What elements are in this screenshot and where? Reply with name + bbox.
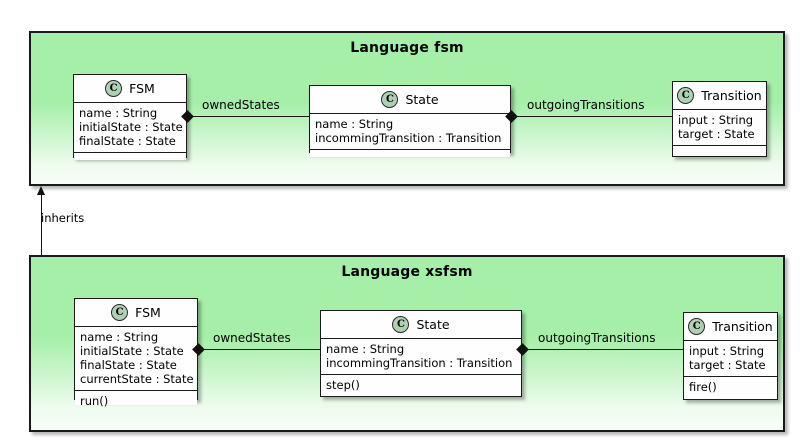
class-header-fsm-FSM: C FSM bbox=[74, 75, 186, 103]
class-icon: C bbox=[381, 91, 399, 108]
association-line-xsfsm-outgoingTransitions bbox=[525, 349, 683, 350]
attribute: name : String bbox=[326, 342, 405, 356]
package-title-fsm: Language fsm bbox=[350, 40, 464, 56]
operation: fire() bbox=[689, 380, 717, 394]
attribute: name : String bbox=[315, 117, 394, 131]
class-operations-fsm-FSM bbox=[74, 153, 186, 160]
association-line-fsm-outgoingTransitions bbox=[514, 116, 672, 117]
class-box-fsm-State[interactable]: C State name : String incommingTransitio… bbox=[309, 85, 511, 157]
class-attributes-fsm-FSM: name : String initialState : State final… bbox=[74, 103, 186, 153]
attribute: name : String bbox=[80, 330, 159, 344]
association-line-fsm-ownedStates bbox=[190, 116, 309, 117]
association-label-fsm-ownedStates: ownedStates bbox=[202, 98, 280, 112]
class-operations-fsm-State bbox=[310, 150, 510, 157]
inherits-line[interactable] bbox=[41, 194, 42, 255]
association-label-xsfsm-outgoingTransitions: outgoingTransitions bbox=[538, 331, 656, 345]
association-label-xsfsm-ownedStates: ownedStates bbox=[213, 331, 291, 345]
class-header-xsfsm-State: C State bbox=[321, 311, 521, 339]
class-box-xsfsm-FSM[interactable]: C FSM name : String initialState : State… bbox=[74, 298, 198, 408]
class-name: FSM bbox=[129, 81, 155, 96]
class-attributes-xsfsm-Transition: input : String target : State bbox=[684, 341, 777, 377]
class-operations-xsfsm-FSM: run() bbox=[75, 391, 197, 408]
association-label-fsm-outgoingTransitions: outgoingTransitions bbox=[527, 98, 645, 112]
attribute: initialState : State bbox=[80, 344, 184, 358]
class-name: FSM bbox=[135, 305, 161, 320]
class-header-xsfsm-FSM: C FSM bbox=[75, 299, 197, 327]
attribute: incommingTransition : Transition bbox=[315, 131, 502, 145]
attribute: input : String bbox=[689, 344, 765, 358]
class-operations-xsfsm-Transition: fire() bbox=[684, 377, 777, 398]
class-name: Transition bbox=[712, 319, 773, 334]
attribute: input : String bbox=[678, 113, 754, 127]
class-name: Transition bbox=[701, 88, 762, 103]
class-attributes-xsfsm-FSM: name : String initialState : State final… bbox=[75, 327, 197, 391]
class-box-fsm-FSM[interactable]: C FSM name : String initialState : State… bbox=[73, 74, 187, 160]
class-box-fsm-Transition[interactable]: C Transition input : String target : Sta… bbox=[672, 81, 767, 157]
class-name: State bbox=[416, 317, 450, 332]
class-attributes-fsm-State: name : String incommingTransition : Tran… bbox=[310, 114, 510, 150]
attribute: name : String bbox=[79, 106, 158, 120]
inherits-arrowhead-icon bbox=[37, 186, 45, 195]
class-icon: C bbox=[392, 316, 410, 333]
attribute: initialState : State bbox=[79, 120, 183, 134]
attribute: incommingTransition : Transition bbox=[326, 356, 513, 370]
class-box-xsfsm-State[interactable]: C State name : String incommingTransitio… bbox=[320, 310, 522, 397]
class-icon: C bbox=[677, 87, 695, 104]
association-line-xsfsm-ownedStates bbox=[201, 349, 320, 350]
attribute: target : State bbox=[678, 127, 755, 141]
operation: run() bbox=[80, 394, 109, 408]
class-header-fsm-Transition: C Transition bbox=[673, 82, 766, 110]
class-attributes-fsm-Transition: input : String target : State bbox=[673, 110, 766, 146]
class-box-xsfsm-Transition[interactable]: C Transition input : String target : Sta… bbox=[683, 312, 778, 400]
class-icon: C bbox=[111, 304, 129, 321]
class-icon: C bbox=[688, 318, 706, 335]
class-header-fsm-State: C State bbox=[310, 86, 510, 114]
attribute: finalState : State bbox=[80, 358, 177, 372]
attribute: currentState : State bbox=[80, 372, 194, 386]
class-header-xsfsm-Transition: C Transition bbox=[684, 313, 777, 341]
attribute: target : State bbox=[689, 358, 766, 372]
class-attributes-xsfsm-State: name : String incommingTransition : Tran… bbox=[321, 339, 521, 375]
class-name: State bbox=[405, 92, 439, 107]
operation: step() bbox=[326, 378, 360, 392]
class-operations-xsfsm-State: step() bbox=[321, 375, 521, 396]
class-icon: C bbox=[105, 80, 123, 97]
attribute: finalState : State bbox=[79, 134, 176, 148]
class-operations-fsm-Transition bbox=[673, 146, 766, 153]
package-title-xsfsm: Language xsfsm bbox=[341, 264, 473, 280]
inherits-label: inherits bbox=[41, 211, 85, 225]
